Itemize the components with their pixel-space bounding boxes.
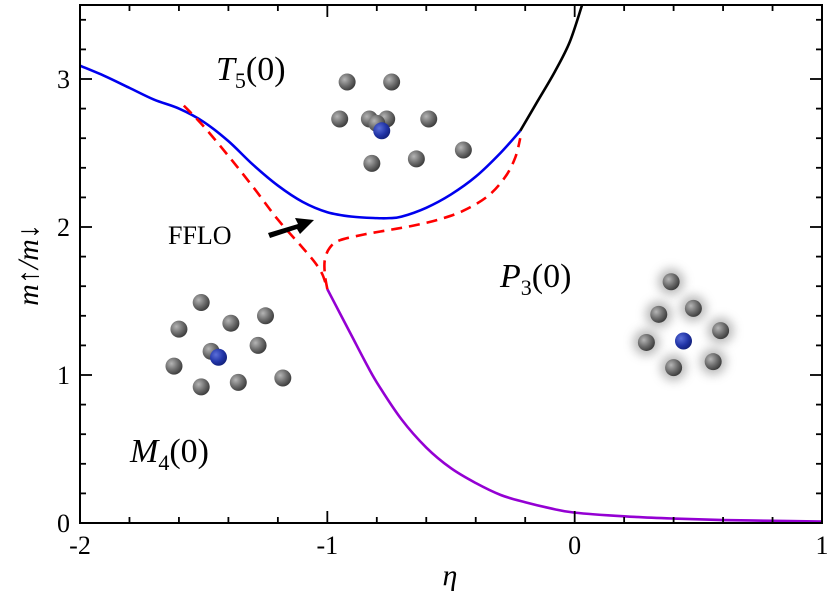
y-tick-label: 0 bbox=[57, 509, 70, 538]
series-line-purple bbox=[326, 288, 823, 523]
atom bbox=[420, 110, 438, 128]
x-axis-label: η bbox=[443, 559, 458, 591]
phase-subscript: 3 bbox=[521, 275, 532, 300]
atom bbox=[662, 273, 680, 291]
phase-symbol: T bbox=[216, 51, 237, 88]
phase-subscript: 5 bbox=[235, 68, 246, 93]
cluster-t5 bbox=[331, 73, 472, 172]
impurity-atom bbox=[210, 348, 228, 366]
atom bbox=[684, 299, 702, 317]
atom bbox=[222, 314, 240, 332]
phase-label-p3: P3(0) bbox=[499, 258, 571, 300]
atom bbox=[637, 333, 655, 351]
atom bbox=[454, 141, 472, 159]
atom bbox=[338, 73, 356, 91]
y-tick-label: 3 bbox=[57, 65, 70, 94]
atom bbox=[383, 73, 401, 91]
plot-frame bbox=[79, 4, 823, 524]
series-lines bbox=[79, 4, 823, 523]
impurity-atom bbox=[674, 332, 692, 350]
phase-argument: (0) bbox=[246, 51, 286, 88]
series-line-red-lower bbox=[323, 137, 522, 290]
atom bbox=[192, 293, 210, 311]
axes-frame bbox=[79, 4, 823, 524]
atom bbox=[665, 359, 683, 377]
tick-labels: -2 -1 0 1 0 1 2 3 bbox=[57, 65, 829, 560]
x-tick-label: 1 bbox=[816, 531, 829, 560]
atom bbox=[712, 322, 730, 340]
phase-symbol: M bbox=[129, 433, 160, 470]
x-tick-label: 0 bbox=[568, 531, 581, 560]
y-axis-label: m↑/m↓ bbox=[12, 224, 45, 306]
atom bbox=[274, 369, 292, 387]
atom bbox=[363, 154, 381, 172]
atom bbox=[704, 353, 722, 371]
atom bbox=[192, 378, 210, 396]
atom bbox=[257, 307, 274, 325]
series-line-black bbox=[519, 4, 584, 132]
cluster-illustrations bbox=[165, 73, 734, 396]
cluster-m4 bbox=[165, 293, 292, 396]
atom bbox=[170, 320, 188, 338]
phase-argument: (0) bbox=[532, 258, 572, 295]
series-line-blue bbox=[79, 64, 522, 220]
atom bbox=[407, 150, 425, 168]
impurity-atom bbox=[373, 122, 391, 140]
atom bbox=[650, 305, 668, 323]
phase-subscript: 4 bbox=[158, 450, 169, 475]
phase-symbol: P bbox=[499, 258, 521, 295]
axis-ticks bbox=[79, 5, 823, 524]
phase-annotations: T5(0)P3(0)M4(0)FFLO bbox=[129, 51, 571, 475]
cluster-p3 bbox=[633, 268, 734, 381]
atom bbox=[229, 373, 247, 391]
y-tick-label: 1 bbox=[57, 361, 70, 390]
phase-label-t5: T5(0) bbox=[216, 51, 286, 93]
y-tick-label: 2 bbox=[57, 213, 70, 242]
phase-label-m4: M4(0) bbox=[129, 433, 209, 475]
x-tick-label: -1 bbox=[316, 531, 338, 560]
atom bbox=[331, 110, 349, 128]
series-line-red-upper bbox=[182, 104, 329, 290]
x-tick-label: -2 bbox=[69, 531, 91, 560]
phase-argument: (0) bbox=[169, 433, 209, 470]
atom bbox=[165, 357, 183, 375]
atom bbox=[249, 336, 267, 354]
fflo-label: FFLO bbox=[168, 221, 232, 250]
fflo-arrow bbox=[268, 218, 314, 238]
